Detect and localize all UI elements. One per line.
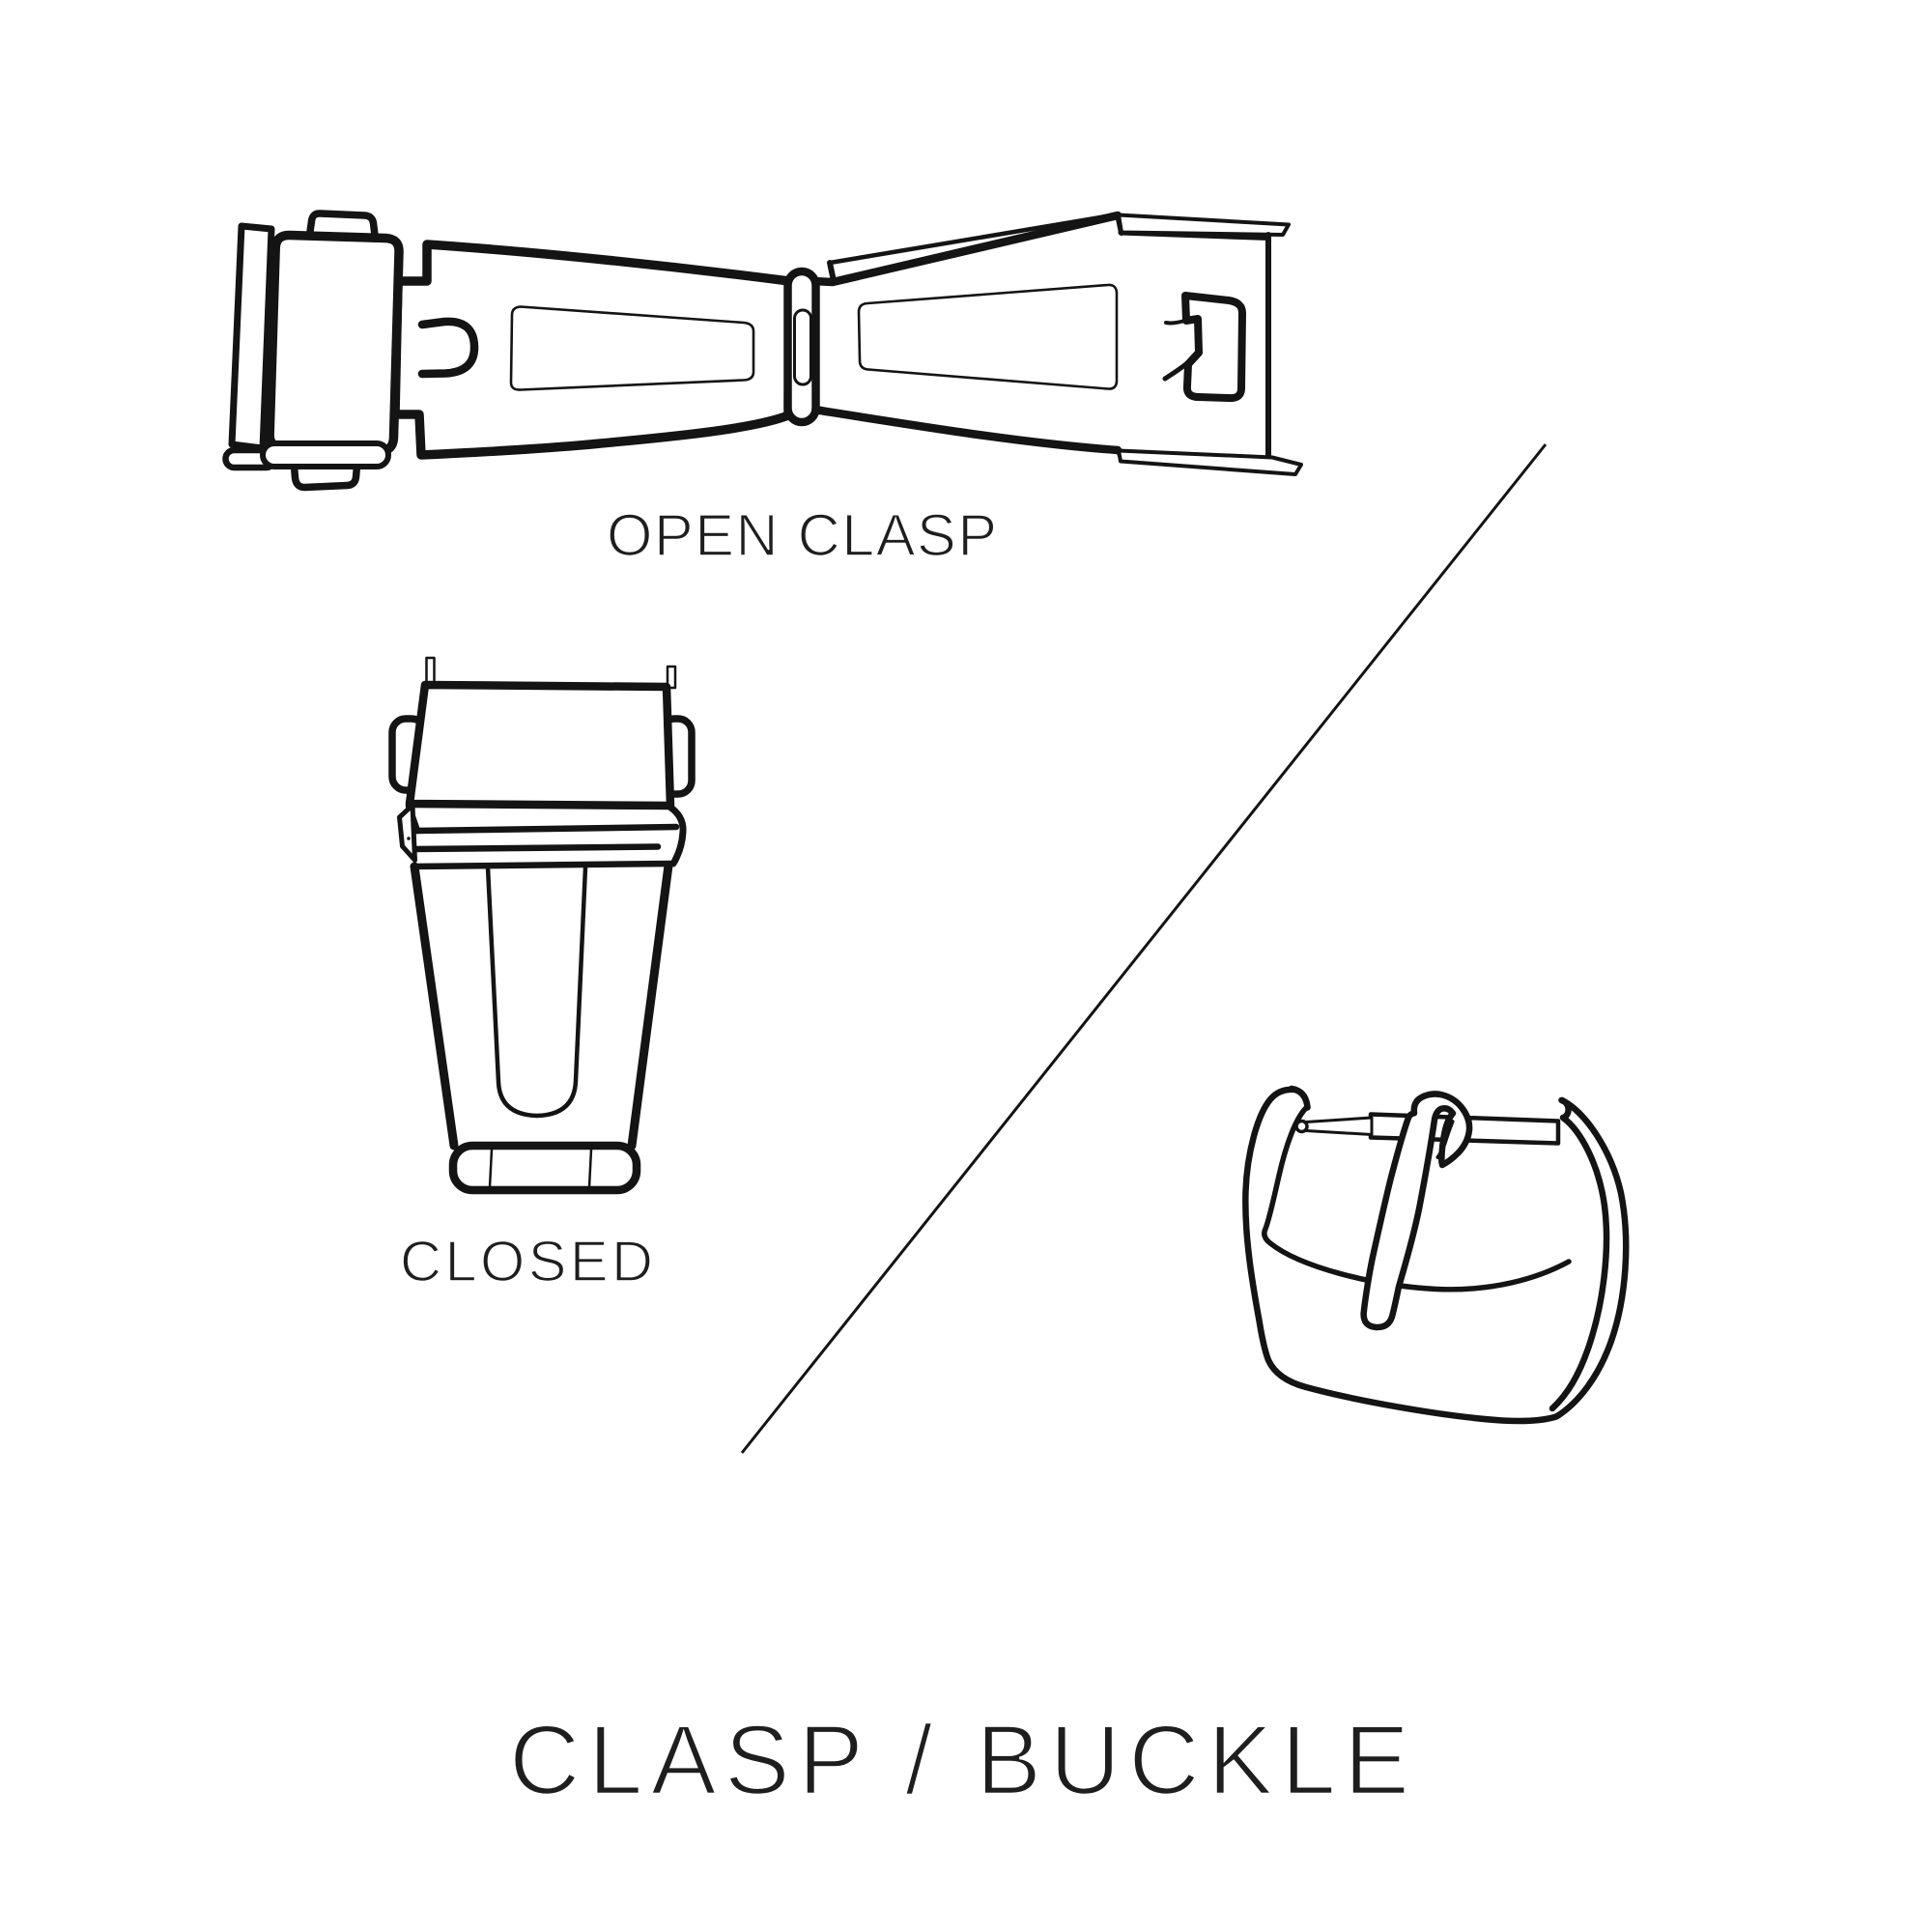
svg-text:CLASP / BUCKLE: CLASP / BUCKLE — [509, 1705, 1409, 1815]
svg-text:OPEN CLASP: OPEN CLASP — [607, 502, 997, 568]
